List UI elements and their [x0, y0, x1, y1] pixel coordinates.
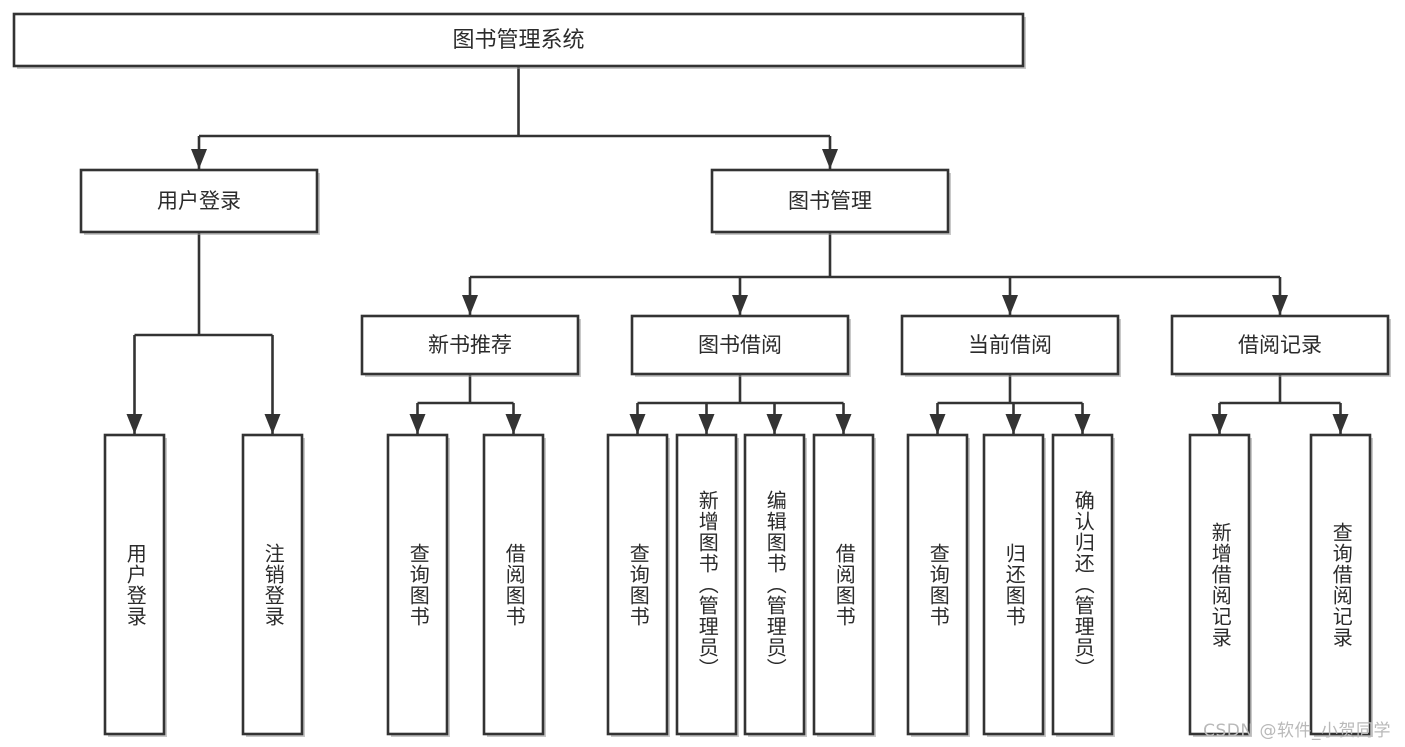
node-leaf-add-record-box[interactable] — [1188, 433, 1251, 736]
arrow-head-leaf-user-login — [126, 414, 143, 434]
node-leaf-borrow-book-2-box[interactable] — [812, 433, 875, 736]
node-leaf-query-record-box[interactable] — [1309, 433, 1372, 736]
arrow-head-level3-0 — [462, 295, 478, 315]
node-borrow-record-label: 借阅记录 — [1238, 333, 1322, 357]
boxes-layer — [12, 12, 1391, 737]
arrow-head-leaf-query-record — [1332, 414, 1349, 434]
node-borrow-record-box[interactable] — [1170, 314, 1390, 376]
node-book-manage-box[interactable] — [710, 168, 950, 234]
arrow-head-leaf-logout — [264, 414, 281, 434]
node-user-login-box[interactable] — [79, 168, 319, 234]
node-leaf-add-book-box[interactable] — [675, 433, 738, 736]
arrow-head-leaf-confirm-return — [1074, 414, 1091, 434]
watermark-credit: CSDN @软件_小贺同学 — [1203, 721, 1391, 741]
arrow-head-leaf-query-book-1 — [409, 414, 426, 434]
arrow-head-leaf-return-book — [1005, 414, 1022, 434]
node-user-login-label: 用户登录 — [157, 189, 241, 213]
node-book-borrow-label: 图书借阅 — [698, 333, 782, 357]
node-leaf-query-book-2-box[interactable] — [606, 433, 669, 736]
node-book-manage-label: 图书管理 — [788, 189, 872, 213]
node-current-borrow-box[interactable] — [900, 314, 1120, 376]
arrow-head-leaf-query-book-3 — [929, 414, 946, 434]
arrow-head-level3-3 — [1272, 295, 1288, 315]
arrow-head-leaf-add-record — [1211, 414, 1228, 434]
arrow-head-leaf-edit-book — [766, 414, 783, 434]
arrow-head-leaf-borrow-book-2 — [835, 414, 852, 434]
node-book-borrow-box[interactable] — [630, 314, 850, 376]
arrow-head-level3-2 — [1002, 295, 1018, 315]
node-leaf-query-book-3-box[interactable] — [906, 433, 969, 736]
node-leaf-edit-book-box[interactable] — [743, 433, 806, 736]
node-leaf-borrow-book-1-box[interactable] — [482, 433, 545, 736]
node-new-book-recommend-box[interactable] — [360, 314, 580, 376]
arrow-head-level2-0 — [191, 149, 207, 169]
arrow-head-leaf-borrow-book-1 — [505, 414, 522, 434]
arrow-head-level2-1 — [822, 149, 838, 169]
node-new-book-recommend-label: 新书推荐 — [428, 333, 512, 357]
arrow-head-level3-1 — [732, 295, 748, 315]
node-leaf-user-login-box[interactable] — [103, 433, 166, 736]
connectors-layer — [126, 66, 1349, 434]
node-leaf-return-book-box[interactable] — [982, 433, 1045, 736]
node-leaf-query-book-1-box[interactable] — [386, 433, 449, 736]
node-root-title-box[interactable] — [12, 12, 1025, 68]
node-current-borrow-label: 当前借阅 — [968, 333, 1052, 357]
arrow-head-leaf-add-book — [698, 414, 715, 434]
arrow-head-leaf-query-book-2 — [629, 414, 646, 434]
node-leaf-confirm-return-box[interactable] — [1051, 433, 1114, 736]
node-root-title-label: 图书管理系统 — [452, 28, 584, 53]
node-leaf-logout-box[interactable] — [241, 433, 304, 736]
